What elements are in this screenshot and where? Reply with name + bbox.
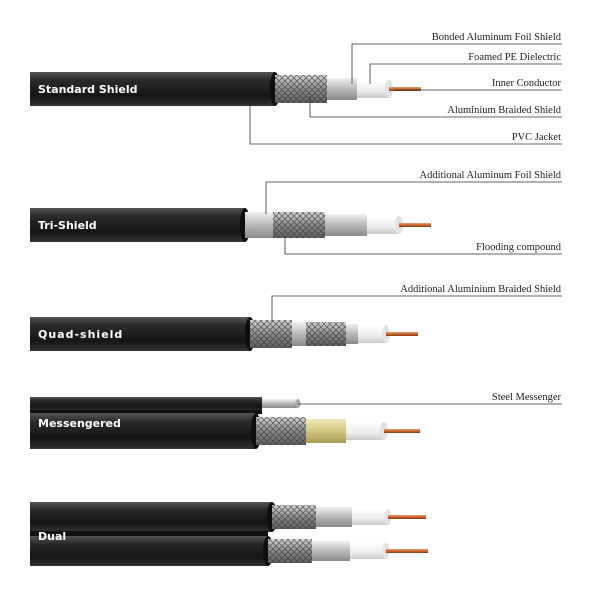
upper-jacket bbox=[30, 502, 272, 532]
lower-braid-weave bbox=[268, 539, 312, 563]
jacket bbox=[30, 317, 250, 351]
callout-steel-messenger: Steel Messenger bbox=[492, 392, 562, 403]
inner-conductor bbox=[389, 87, 421, 91]
callout-braided-shield: Aluminium Braided Shield bbox=[447, 105, 561, 116]
callout-inner-conductor: Inner Conductor bbox=[492, 78, 562, 89]
cable-label-dual: Dual bbox=[38, 530, 66, 543]
leader-jacket bbox=[249, 104, 562, 145]
upper-braid-weave bbox=[272, 505, 316, 529]
leader-additional-foil bbox=[265, 181, 562, 214]
braided-shield-weave bbox=[306, 322, 346, 346]
flooding-compound bbox=[306, 419, 346, 443]
outer-braid-weave bbox=[250, 320, 292, 348]
inner-conductor bbox=[386, 332, 418, 336]
upper-dielectric bbox=[352, 509, 388, 525]
lower-foil-shield bbox=[312, 541, 350, 561]
cable-quad-shield: Quad-shield bbox=[30, 317, 418, 351]
braided-shield-weave bbox=[273, 212, 325, 238]
cable-tri-shield: Tri-Shield bbox=[30, 208, 431, 242]
jacket bbox=[30, 72, 275, 106]
foil-shield bbox=[325, 214, 367, 236]
lower-dielectric bbox=[350, 543, 386, 559]
cable-label-quad-shield: Quad-shield bbox=[38, 328, 123, 341]
callout-flooding-compound: Flooding compound bbox=[476, 242, 562, 253]
callout-additional-braid: Additional Aluminium Braided Shield bbox=[400, 284, 561, 295]
braided-shield-weave bbox=[275, 75, 327, 103]
foil-shield bbox=[346, 324, 358, 344]
inner-conductor bbox=[384, 429, 420, 433]
callout-foamed-dielectric: Foamed PE Dielectric bbox=[468, 52, 561, 63]
jacket bbox=[30, 208, 245, 242]
leader-foil bbox=[351, 43, 562, 84]
callout-additional-foil: Additional Aluminum Foil Shield bbox=[420, 170, 562, 181]
jacket-web bbox=[30, 531, 268, 537]
braided-shield-weave bbox=[256, 417, 306, 445]
upper-inner-conductor bbox=[388, 515, 426, 519]
lower-jacket bbox=[30, 536, 268, 566]
callout-foil-shield: Bonded Aluminum Foil Shield bbox=[432, 32, 562, 43]
cable-label-standard-shield: Standard Shield bbox=[38, 83, 138, 96]
cable-standard-shield: Standard Shield bbox=[30, 72, 421, 106]
callouts-messengered: Steel Messenger bbox=[298, 392, 562, 405]
jacket bbox=[30, 413, 256, 449]
outer-foil-shield bbox=[292, 322, 306, 346]
dielectric bbox=[346, 422, 384, 440]
callout-pvc-jacket: PVC Jacket bbox=[512, 132, 561, 143]
dielectric bbox=[357, 80, 389, 98]
steel-messenger bbox=[262, 399, 298, 408]
dielectric bbox=[358, 325, 386, 343]
leader-conductor bbox=[394, 89, 562, 91]
callouts-standard-shield: Bonded Aluminum Foil Shield Foamed PE Di… bbox=[249, 32, 562, 145]
messenger-jacket bbox=[30, 397, 262, 411]
callouts-quad-shield: Additional Aluminium Braided Shield bbox=[271, 284, 562, 322]
cable-label-tri-shield: Tri-Shield bbox=[38, 219, 97, 232]
upper-foil-shield bbox=[316, 507, 352, 527]
outer-foil-shield bbox=[245, 212, 273, 238]
jacket-web bbox=[30, 410, 262, 414]
leader-dielectric bbox=[369, 63, 562, 84]
foil-shield bbox=[327, 78, 357, 100]
leader-flooding bbox=[284, 236, 562, 255]
inner-conductor bbox=[399, 223, 431, 227]
callouts-tri-shield: Additional Aluminum Foil Shield Flooding… bbox=[265, 170, 562, 255]
cable-dual: Dual bbox=[30, 502, 428, 566]
dielectric bbox=[367, 216, 399, 234]
leader-additional-braid bbox=[271, 295, 562, 322]
lower-inner-conductor bbox=[386, 549, 428, 553]
cable-messengered: Messengered bbox=[30, 397, 420, 449]
leader-braid bbox=[309, 96, 562, 118]
cable-label-messengered: Messengered bbox=[38, 417, 121, 430]
steel-messenger-end bbox=[295, 399, 301, 408]
